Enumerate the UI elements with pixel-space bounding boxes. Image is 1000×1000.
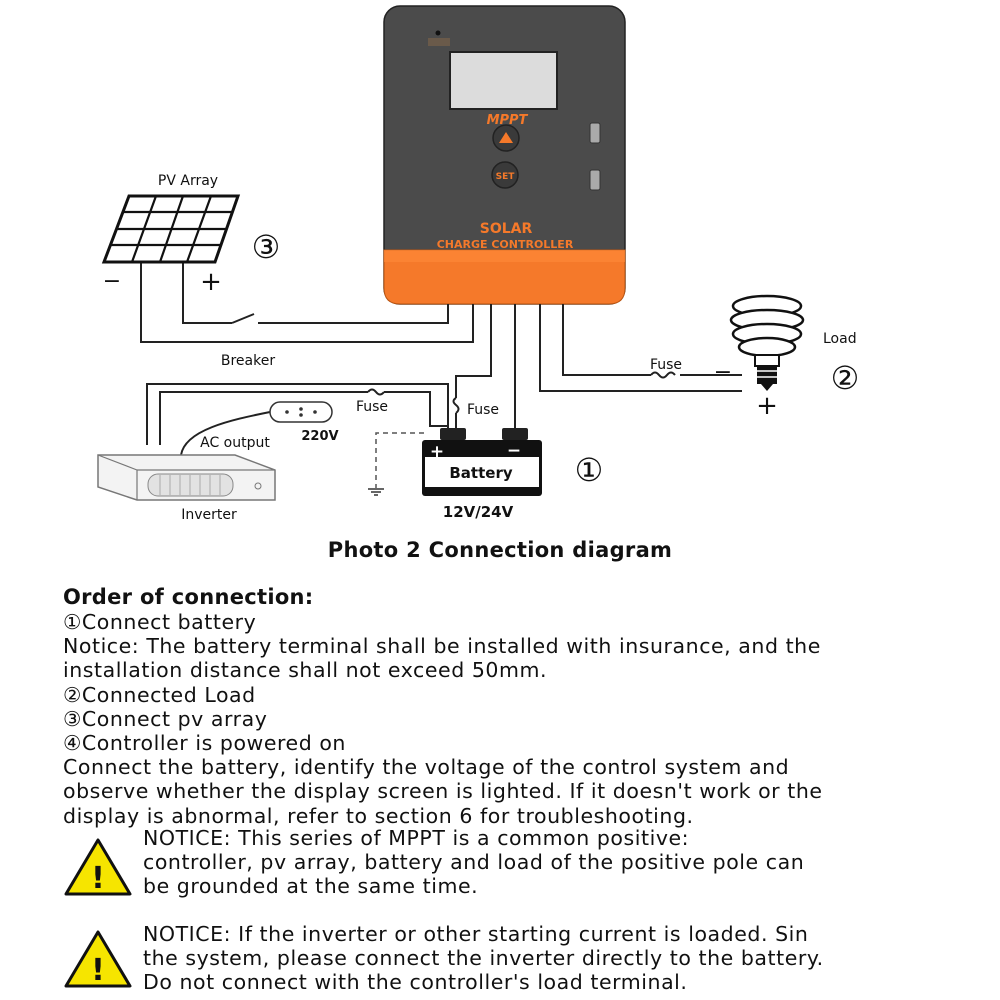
solar-charge-controller: MPPT SET SOLAR CHARGE CONTROLLER bbox=[383, 5, 626, 305]
warning-glyph: ! bbox=[91, 953, 105, 988]
order-line: observe whether the display screen is li… bbox=[63, 779, 823, 804]
status-led-icon bbox=[435, 30, 441, 36]
order-line: ②Connected Load bbox=[63, 682, 256, 707]
step-2-marker: ② bbox=[831, 359, 860, 397]
led-label-icon bbox=[428, 38, 450, 46]
ground-icon bbox=[368, 488, 384, 496]
outlet-voltage-label: 220V bbox=[301, 429, 338, 444]
load-minus-label: − bbox=[714, 360, 732, 385]
notice-line: the system, please connect the inverter … bbox=[143, 946, 824, 971]
load-fuse-label: Fuse bbox=[650, 357, 682, 373]
fuse-right-label: Fuse bbox=[467, 402, 499, 418]
fuse-left-label: Fuse bbox=[356, 399, 388, 415]
wiring bbox=[140, 263, 742, 456]
order-line: ④Controller is powered on bbox=[63, 731, 346, 756]
order-of-connection: Order of connection: ①Connect battery No… bbox=[63, 584, 983, 828]
lcd-screen bbox=[449, 51, 558, 110]
notice-text: NOTICE: If the inverter or other startin… bbox=[143, 922, 824, 995]
set-button[interactable] bbox=[491, 161, 519, 189]
step-1-marker: ① bbox=[575, 451, 604, 489]
warning-triangle-icon: ! bbox=[64, 930, 132, 988]
set-button-label: SET bbox=[496, 172, 516, 182]
battery-plus-label: + bbox=[430, 442, 444, 462]
ac-output-label: AC output bbox=[200, 435, 270, 451]
up-arrow-icon bbox=[499, 132, 513, 143]
charge-controller-label: CHARGE CONTROLLER bbox=[437, 238, 574, 251]
ground-wire bbox=[375, 432, 424, 488]
warning-glyph: ! bbox=[91, 861, 105, 896]
power-outlet bbox=[269, 401, 333, 423]
load-label: Load bbox=[823, 331, 857, 347]
order-line: installation distance shall not exceed 5… bbox=[63, 658, 548, 683]
notice-line: be grounded at the same time. bbox=[143, 874, 479, 899]
battery-minus-label: − bbox=[507, 441, 521, 461]
solar-label: SOLAR bbox=[480, 221, 533, 237]
order-line: ③Connect pv array bbox=[63, 706, 268, 731]
pv-array-label: PV Array bbox=[158, 173, 218, 189]
order-line: Notice: The battery terminal shall be in… bbox=[63, 634, 821, 659]
pv-array: PV Array − + bbox=[101, 173, 241, 297]
connection-diagram: MPPT SET SOLAR CHARGE CONTROLLER bbox=[97, 5, 860, 523]
notice-text: NOTICE: This series of MPPT is a common … bbox=[143, 826, 804, 899]
battery: Battery + − bbox=[422, 428, 542, 496]
mppt-label: MPPT bbox=[487, 113, 529, 128]
step-3-marker: ③ bbox=[252, 228, 281, 266]
pv-plus-label: + bbox=[200, 267, 222, 297]
notice-line: controller, pv array, battery and load o… bbox=[143, 850, 805, 875]
load-plus-label: + bbox=[756, 391, 778, 421]
pv-minus-label: − bbox=[103, 269, 121, 294]
diagram-caption: Photo 2 Connection diagram bbox=[327, 538, 673, 562]
load-bulb bbox=[729, 294, 805, 391]
order-line: ①Connect battery bbox=[63, 610, 257, 634]
notice-line: NOTICE: This series of MPPT is a common … bbox=[143, 826, 690, 850]
inverter bbox=[97, 454, 276, 501]
warning-triangle-icon: ! bbox=[64, 838, 132, 896]
breaker-label: Breaker bbox=[221, 353, 275, 369]
notice-line: Do not connect with the controller's loa… bbox=[143, 970, 688, 995]
inverter-label: Inverter bbox=[181, 507, 237, 523]
usb-port-icon bbox=[589, 169, 601, 191]
order-heading: Order of connection: bbox=[63, 585, 314, 609]
notice-line: NOTICE: If the inverter or other startin… bbox=[143, 922, 809, 946]
order-line: Connect the battery, identify the voltag… bbox=[63, 755, 790, 780]
order-line: display is abnormal, refer to section 6 … bbox=[63, 803, 694, 828]
usb-port-icon bbox=[589, 122, 601, 144]
battery-voltage-label: 12V/24V bbox=[443, 503, 514, 521]
battery-label: Battery bbox=[449, 464, 512, 482]
